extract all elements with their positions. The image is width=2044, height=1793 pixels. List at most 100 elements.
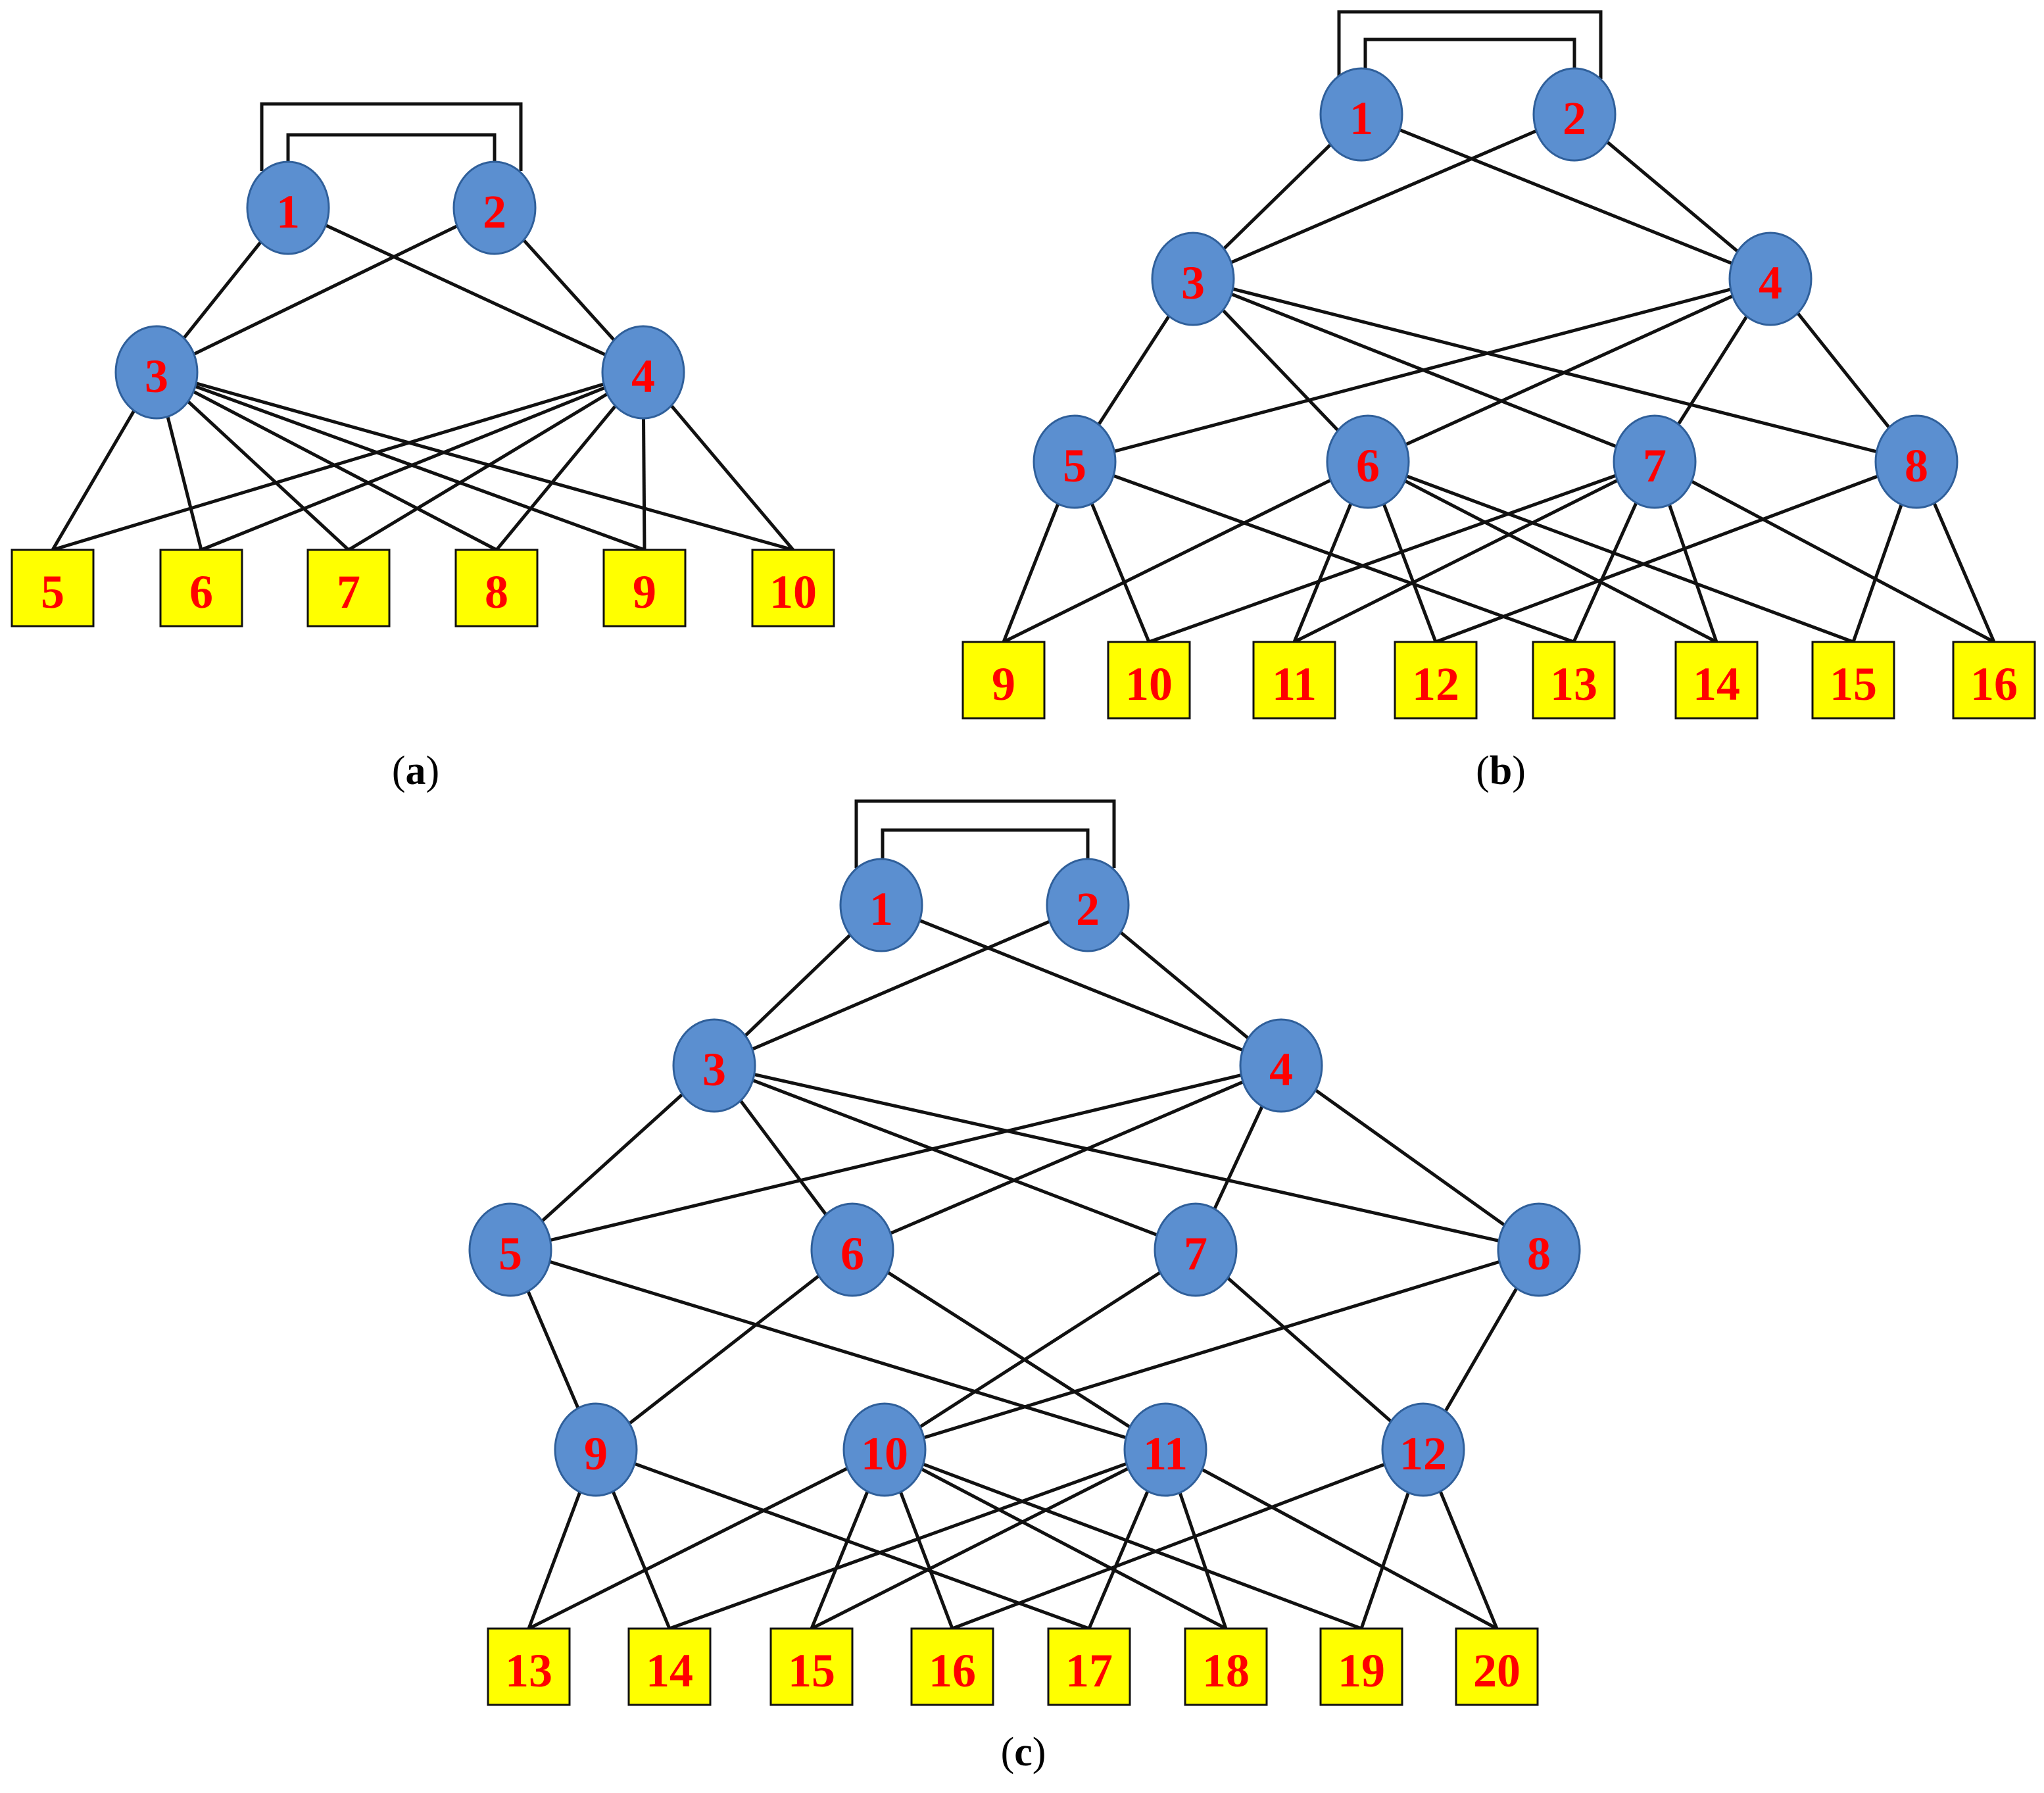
- node-label: 2: [483, 185, 506, 238]
- host-node-20: 20: [1455, 1627, 1539, 1706]
- node-label: 17: [1065, 1644, 1113, 1697]
- edge-11-15: [810, 1448, 1167, 1631]
- switch-circle: [1154, 1202, 1238, 1297]
- node-label: 3: [702, 1043, 726, 1096]
- node-label: 7: [1184, 1227, 1207, 1280]
- host-box: [11, 549, 95, 627]
- host-node-13: 13: [1532, 641, 1616, 720]
- switch-node-8: 8: [1497, 1202, 1581, 1297]
- switch-node-3: 3: [1151, 232, 1235, 326]
- edge-4-8: [1280, 1064, 1540, 1252]
- switch-node-2: 2: [1046, 858, 1130, 952]
- edge-10-19: [884, 1448, 1362, 1631]
- edge-5-13: [1074, 460, 1574, 644]
- switch-circle: [1123, 1402, 1207, 1497]
- host-box: [602, 549, 687, 627]
- switch-circle: [1532, 67, 1617, 162]
- host-node-8: 8: [454, 549, 539, 627]
- host-node-14: 14: [1674, 641, 1759, 720]
- switch-node-1: 1: [1319, 67, 1403, 162]
- node-label: 10: [861, 1427, 908, 1480]
- switch-circle: [1728, 232, 1813, 326]
- edge-4-5: [510, 1064, 1282, 1252]
- switch-circle: [810, 1202, 894, 1297]
- edge-4-6: [201, 370, 644, 552]
- switch-node-8: 8: [1874, 414, 1959, 509]
- host-node-14: 14: [627, 1627, 712, 1706]
- node-label: 9: [992, 658, 1015, 710]
- edge-4-6: [1367, 277, 1772, 464]
- edge-6-11: [851, 1248, 1167, 1452]
- node-label: 4: [631, 350, 655, 403]
- edge-7-10: [1148, 460, 1655, 644]
- node-label: 1: [869, 883, 893, 935]
- switch-circle: [1613, 414, 1697, 509]
- switch-circle: [1381, 1402, 1465, 1497]
- node-label: 14: [1693, 658, 1740, 710]
- host-box: [1674, 641, 1759, 720]
- switch-circle: [842, 1402, 927, 1497]
- edge-4-7: [347, 370, 645, 552]
- host-box: [1184, 1627, 1268, 1706]
- node-label: 18: [1202, 1644, 1250, 1697]
- edge-4-5: [52, 370, 644, 552]
- switch-node-3: 3: [114, 325, 199, 420]
- host-box: [306, 549, 391, 627]
- edge-1-4: [287, 206, 645, 374]
- node-label: 6: [840, 1227, 864, 1280]
- host-box: [159, 549, 243, 627]
- node-label: 13: [1550, 658, 1597, 710]
- edge-12-16: [952, 1448, 1424, 1631]
- panel-a-caption: (a): [392, 749, 439, 793]
- switch-node-11: 11: [1123, 1402, 1207, 1497]
- switch-node-12: 12: [1381, 1402, 1465, 1497]
- edge-3-9: [156, 370, 645, 552]
- host-box: [769, 1627, 854, 1706]
- node-label: 6: [189, 566, 213, 618]
- node-label: 1: [276, 185, 300, 238]
- host-box: [1532, 641, 1616, 720]
- host-node-6: 6: [159, 549, 243, 627]
- switch-node-1: 1: [246, 160, 330, 255]
- switch-node-9: 9: [554, 1402, 638, 1497]
- edge-3-8: [714, 1064, 1540, 1252]
- host-box: [454, 549, 539, 627]
- edge-11-20: [1164, 1448, 1498, 1631]
- link-bracket-outer: [260, 102, 523, 171]
- host-box: [751, 549, 835, 627]
- edge-1-4: [1361, 112, 1771, 281]
- edge-2-3: [1192, 112, 1575, 281]
- node-label: 9: [584, 1427, 608, 1480]
- switch-circle: [1497, 1202, 1581, 1297]
- host-node-16: 16: [910, 1627, 994, 1706]
- edge-9-17: [595, 1448, 1090, 1631]
- panel-b-edges: [1002, 10, 1996, 644]
- host-node-16: 16: [1952, 641, 2036, 720]
- link-bracket-inner: [286, 133, 497, 171]
- panel-c-edges: [508, 799, 1541, 1631]
- edge-10-13: [527, 1448, 886, 1631]
- edge-10-18: [883, 1448, 1227, 1631]
- node-label: 13: [505, 1644, 552, 1697]
- switch-circle: [1326, 414, 1410, 509]
- switch-node-4: 4: [601, 325, 685, 420]
- switch-circle: [601, 325, 685, 420]
- link-bracket-inner: [881, 828, 1090, 868]
- switch-node-7: 7: [1154, 1202, 1238, 1297]
- node-label: 2: [1076, 883, 1100, 935]
- node-label: 15: [788, 1644, 835, 1697]
- host-node-9: 9: [961, 641, 1046, 720]
- switch-circle: [1874, 414, 1959, 509]
- node-label: 10: [769, 566, 817, 618]
- switch-circle: [1046, 858, 1130, 952]
- host-box: [1811, 641, 1895, 720]
- edge-6-9: [595, 1248, 854, 1451]
- node-label: 11: [1272, 658, 1317, 710]
- edge-2-3: [155, 206, 496, 374]
- node-label: 2: [1563, 92, 1586, 145]
- edge-6-14: [1367, 460, 1718, 644]
- link-bracket-outer: [1337, 10, 1603, 79]
